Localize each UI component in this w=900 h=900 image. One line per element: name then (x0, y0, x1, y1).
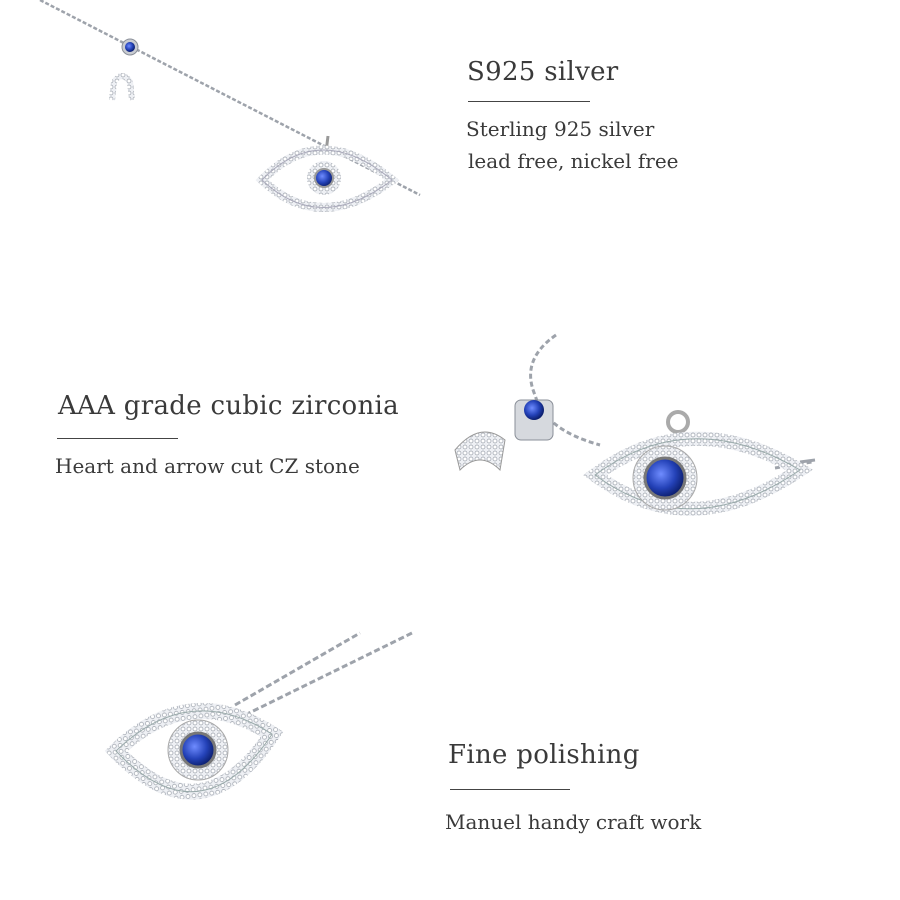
bracelet-eye-charm-1 (39, 0, 421, 212)
title-underline (468, 101, 590, 102)
feature-title-polishing: Fine polishing (448, 740, 640, 770)
feature-line: Manuel handy craft work (445, 810, 702, 834)
feature-line: lead free, nickel free (468, 149, 679, 173)
title-underline (57, 438, 178, 439)
feature-title-silver: S925 silver (467, 57, 619, 87)
feature-line: Heart and arrow cut CZ stone (55, 454, 360, 478)
feature-line: Sterling 925 silver (466, 117, 655, 141)
bracelet-eye-charm-2 (454, 333, 816, 516)
necklace-eye-pendant (104, 631, 413, 800)
title-underline (450, 789, 570, 790)
feature-title-zirconia: AAA grade cubic zirconia (58, 391, 399, 421)
